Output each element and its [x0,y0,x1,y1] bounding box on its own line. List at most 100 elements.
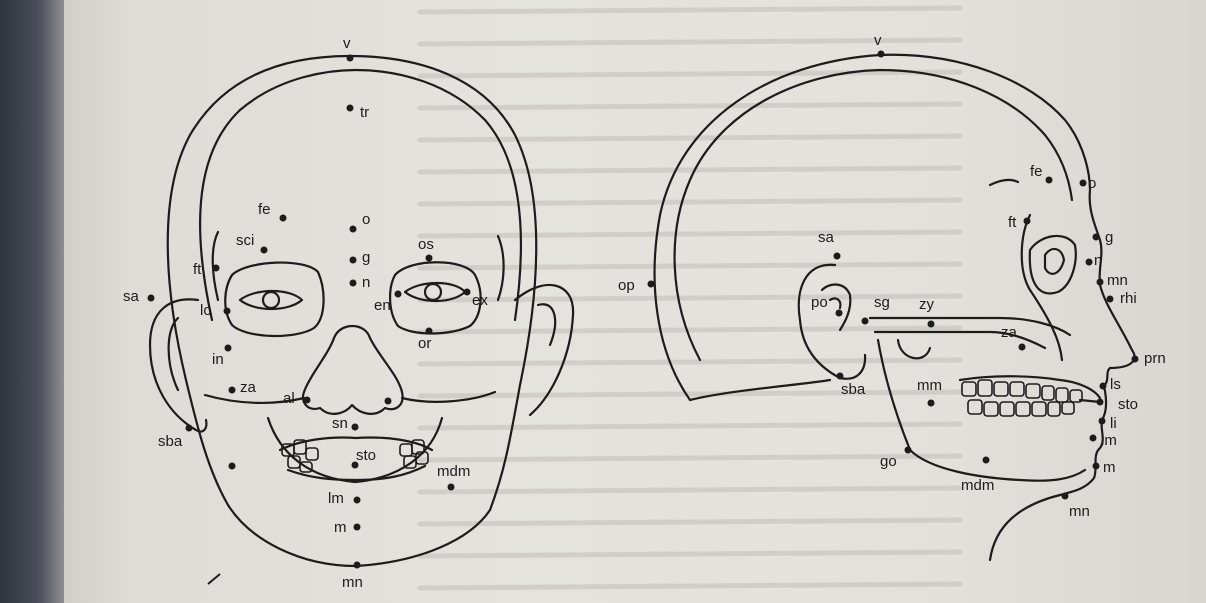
side-label-n: n [1094,252,1102,269]
label-ex: ex [472,292,488,309]
side-label-mm: mm [917,377,942,394]
label-or: or [418,335,431,352]
side-label-o: o [1088,175,1096,192]
front-landmarks: v tr fe o sci g os ft n sa lo en ex or i… [123,35,488,591]
neck-front [990,495,1060,560]
side-dot-n [1086,259,1093,266]
side-view [655,55,1135,560]
landmark-dot-os [426,255,433,262]
landmark-dot-sba [186,425,193,432]
landmark-dot-al-left [304,397,311,404]
right-temporal-line [498,236,504,300]
side-dot-lm [1090,435,1097,442]
maxilla-right-line [402,392,495,402]
side-dot-sto [1097,399,1104,406]
side-label-m: m [1103,459,1116,476]
side-ear [799,265,865,379]
side-label-mdm: mdm [961,477,994,494]
landmark-dot-lo [224,308,231,315]
side-orbit [1030,236,1076,293]
label-mdm: mdm [437,463,470,480]
right-ear-inner [538,304,555,345]
label-en: en [374,297,391,314]
label-tr: tr [360,104,369,121]
side-label-ls: ls [1110,376,1121,393]
landmark-dot-mn [354,562,361,569]
landmark-dot-m [354,524,361,531]
label-n: n [362,274,370,291]
landmark-dot-o [350,226,357,233]
right-iris [425,284,441,300]
side-label-mn1: mn [1107,272,1128,289]
left-iris [263,292,279,308]
landmark-dot-al-right [385,398,392,405]
label-v: v [343,35,351,52]
side-dot-m [1093,463,1100,470]
side-label-lm: lm [1101,432,1117,449]
side-dot-ls [1100,383,1107,390]
front-view [150,56,573,566]
side-dot-mn1 [1097,279,1104,286]
side-dot-g [1093,234,1100,241]
label-in: in [212,351,224,368]
landmark-dot-ft [213,265,220,272]
landmark-dot-sa [148,295,155,302]
side-temporal-line [990,180,1018,185]
label-sa: sa [123,288,140,305]
label-m: m [334,519,347,536]
landmark-dot-sci [261,247,268,254]
label-fe: fe [258,201,271,218]
label-al: al [283,390,295,407]
label-sto: sto [356,447,376,464]
side-dot-zy [928,321,935,328]
side-label-sba: sba [841,381,866,398]
side-dot-po [836,310,843,317]
landmark-dot-en [395,291,402,298]
label-za: za [240,379,257,396]
side-landmarks: v fe o ft g n sa mn rhi op po sg zy za p… [618,32,1166,520]
side-dot-za [1019,344,1026,351]
landmark-dot-sn [352,424,359,431]
side-label-go: go [880,453,897,470]
label-sba: sba [158,433,183,450]
side-dot-mm [928,400,935,407]
left-page-scribble [208,574,220,584]
side-ear-fold [830,298,840,308]
landmark-dot-v [347,55,354,62]
side-label-za: za [1001,324,1018,341]
landmark-dot-ex [464,289,471,296]
label-lm: lm [328,490,344,507]
left-eye [240,291,302,309]
landmark-dot-mdm-right [448,484,455,491]
neck-back [690,380,830,400]
side-dot-li [1099,418,1106,425]
side-dot-mdm [983,457,990,464]
label-ft: ft [193,261,202,278]
side-label-ft: ft [1008,214,1017,231]
side-eye [1045,249,1064,274]
side-dot-o [1080,180,1087,187]
side-label-fe: fe [1030,163,1043,180]
side-dot-sba [837,373,844,380]
landmark-dot-g [350,257,357,264]
side-teeth-group [962,380,1082,416]
landmark-dot-lm [354,497,361,504]
side-dot-v [878,51,885,58]
label-os: os [418,236,434,253]
side-dot-ft [1024,218,1031,225]
side-dot-go [905,447,912,454]
side-dot-rhi [1107,296,1114,303]
label-sn: sn [332,415,348,432]
side-dot-sa [834,253,841,260]
label-g: g [362,249,370,266]
side-label-rhi: rhi [1120,290,1137,307]
side-label-op: op [618,277,635,294]
label-mn: mn [342,574,363,591]
label-lo: lo [200,302,212,319]
side-label-g: g [1105,229,1113,246]
side-label-sg: sg [874,294,890,311]
side-label-prn: prn [1144,350,1166,367]
side-dot-sg [862,318,869,325]
